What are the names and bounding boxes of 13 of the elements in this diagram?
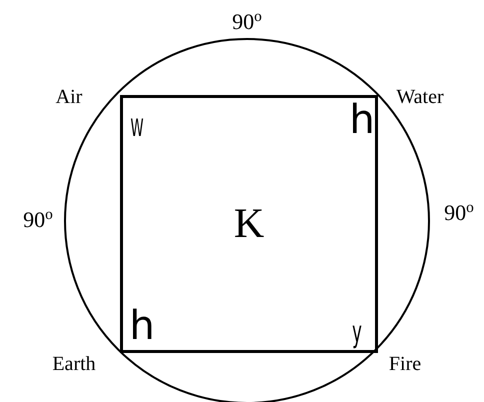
label-text: h	[349, 100, 375, 140]
label-text: W	[130, 116, 144, 140]
label-text: h	[129, 306, 155, 346]
label-text: 90$^{o}$	[444, 200, 474, 224]
square-outline	[120, 95, 378, 353]
label-text: y	[352, 318, 362, 348]
label-text: Earth	[52, 354, 96, 374]
label-text: 90$^{o}$	[232, 8, 262, 34]
center-letter: K	[234, 203, 264, 245]
label-text: Water	[396, 87, 444, 107]
label-text: Air	[56, 87, 82, 107]
label-text: Fire	[388, 354, 422, 374]
label-text: 90$^{o}$	[23, 206, 53, 232]
